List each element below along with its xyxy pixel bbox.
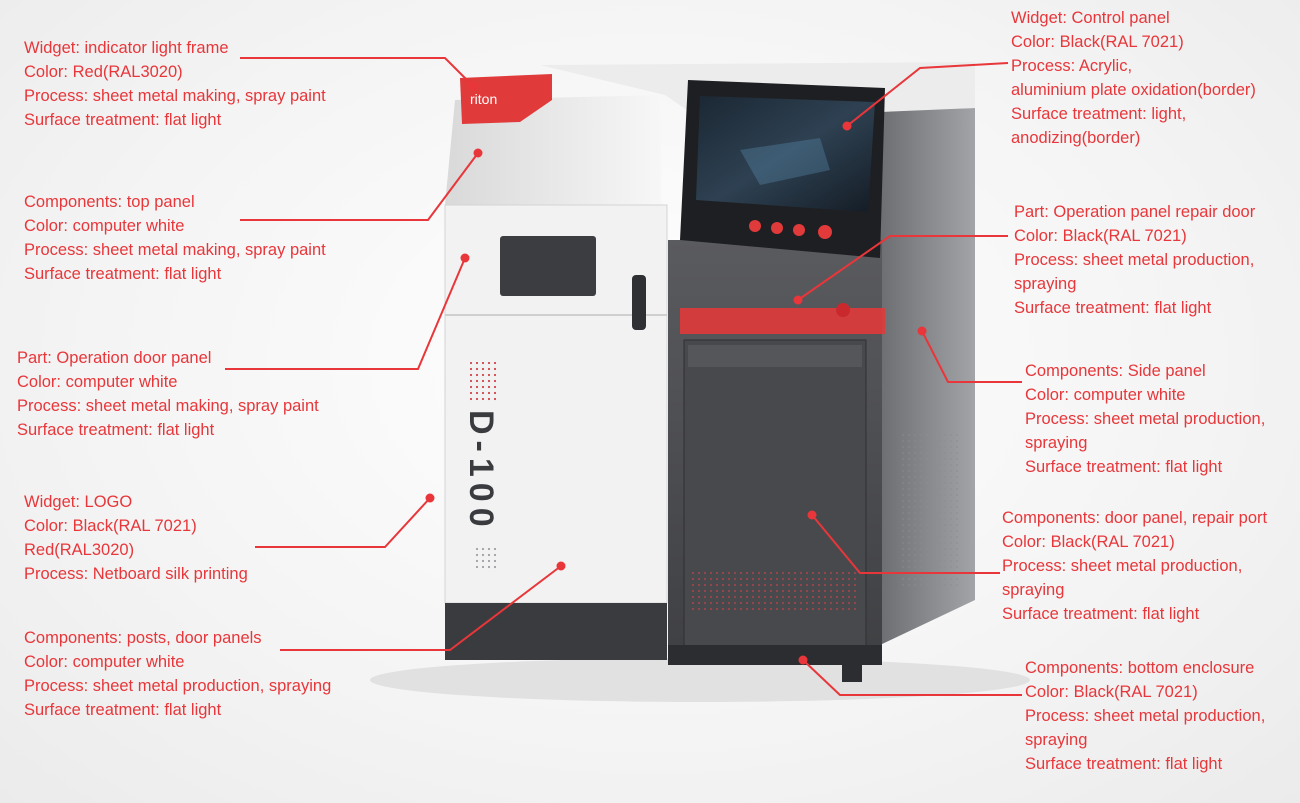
annotation-line: Process: sheet metal production, [1025, 707, 1266, 725]
annotation-line: Widget: LOGO [24, 493, 133, 511]
annotation-line: Components: door panel, repair port [1002, 509, 1268, 527]
annotation-side-panel: Components: Side panel Color: computer w… [1025, 359, 1265, 479]
annotation-line: spraying [1014, 275, 1077, 293]
bottom-enclosure [668, 645, 882, 665]
annotation-line: Components: posts, door panels [24, 629, 262, 647]
annotation-control-panel: Widget: Control panel Color: Black(RAL 7… [1011, 6, 1256, 150]
annotation-line: Color: Black(RAL 7021) [1011, 33, 1184, 51]
annotation-line: Widget: indicator light frame [24, 39, 229, 57]
top-panel [445, 95, 662, 210]
annotation-line: aluminium plate oxidation(border) [1011, 81, 1256, 99]
annotation-line: Surface treatment: light, [1011, 105, 1187, 123]
annotation-line: Surface treatment: flat light [1025, 755, 1223, 773]
brand-logo: riton [470, 91, 497, 107]
annotation-line: Surface treatment: flat light [17, 421, 215, 439]
annotation-line: Color: computer white [1025, 386, 1186, 404]
status-light-bar [680, 308, 885, 334]
annotation-line: Color: Black(RAL 7021) [1014, 227, 1187, 245]
annotation-line: Process: Acrylic, [1011, 57, 1133, 75]
annotation-line: Widget: Control panel [1011, 9, 1170, 27]
annotation-line: Process: sheet metal production, [1002, 557, 1243, 575]
annotation-line: spraying [1025, 434, 1088, 452]
annotation-line: Process: sheet metal making, spray paint [24, 241, 326, 259]
emergency-stop [836, 303, 850, 317]
annotation-door-repair-port: Components: door panel, repair port Colo… [1002, 506, 1267, 626]
annotation-line: Process: sheet metal production, sprayin… [24, 677, 332, 695]
annotation-line: Color: computer white [24, 217, 185, 235]
annotation-line: Color: computer white [24, 653, 185, 671]
annotation-line: Process: sheet metal production, [1014, 251, 1255, 269]
annotation-line: Part: Operation panel repair door [1014, 203, 1256, 221]
door-handle [632, 275, 646, 330]
annotation-line: Part: Operation door panel [17, 349, 212, 367]
annotation-line: Components: top panel [24, 193, 195, 211]
annotation-operation-door-panel: Part: Operation door panel Color: comput… [17, 346, 319, 442]
annotation-bottom-enclosure: Components: bottom enclosure Color: Blac… [1025, 656, 1265, 776]
annotation-line: Process: sheet metal making, spray paint [24, 87, 326, 105]
annotation-line: Surface treatment: flat light [24, 111, 222, 129]
annotation-indicator-light-frame: Widget: indicator light frame Color: Red… [24, 36, 326, 132]
annotation-line: Surface treatment: flat light [1014, 299, 1212, 317]
annotation-line: Color: computer white [17, 373, 178, 391]
view-window [500, 236, 596, 296]
annotation-line: Components: Side panel [1025, 362, 1206, 380]
model-logo: D-100 [462, 410, 500, 533]
annotation-line: Process: sheet metal production, [1025, 410, 1266, 428]
control-panel [680, 80, 885, 258]
vent-pattern [690, 572, 860, 614]
annotation-line: Color: Black(RAL 7021) [1025, 683, 1198, 701]
annotation-line: Red(RAL3020) [24, 541, 135, 559]
bottom-enclosure-left [445, 603, 667, 660]
annotation-posts-door-panels: Components: posts, door panels Color: co… [24, 626, 331, 722]
logo-dot-pattern [470, 362, 496, 402]
annotation-line: Surface treatment: flat light [24, 265, 222, 283]
annotation-line: Surface treatment: flat light [24, 701, 222, 719]
annotation-line: anodizing(border) [1011, 129, 1141, 147]
annotation-repair-door: Part: Operation panel repair door Color:… [1014, 200, 1255, 320]
annotation-line: Process: Netboard silk printing [24, 565, 248, 583]
annotation-line: Color: Black(RAL 7021) [1002, 533, 1175, 551]
annotation-line: Color: Black(RAL 7021) [24, 517, 197, 535]
annotation-line: Surface treatment: flat light [1002, 605, 1200, 623]
annotation-line: Process: sheet metal making, spray paint [17, 397, 319, 415]
annotation-top-panel: Components: top panel Color: computer wh… [24, 190, 326, 286]
indicator-light-frame [460, 74, 552, 124]
annotation-logo: Widget: LOGO Color: Black(RAL 7021) Red(… [24, 490, 248, 586]
annotation-line: spraying [1025, 731, 1088, 749]
annotation-line: spraying [1002, 581, 1065, 599]
annotation-line: Components: bottom enclosure [1025, 659, 1255, 677]
annotation-line: Surface treatment: flat light [1025, 458, 1223, 476]
annotation-line: Color: Red(RAL3020) [24, 63, 183, 81]
